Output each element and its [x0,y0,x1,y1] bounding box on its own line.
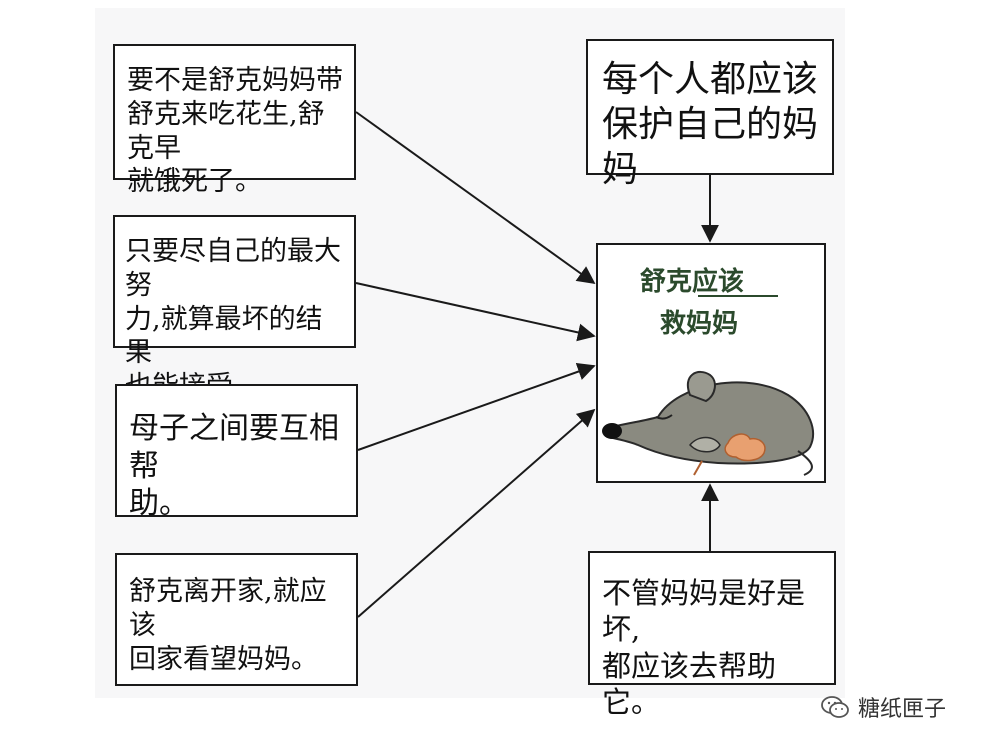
wechat-icon [821,696,849,718]
watermark: 糖纸匣子 [820,692,946,722]
conclusion-underline [698,295,778,297]
sleeping-mouse-icon [602,370,814,476]
reason-box-1: 要不是舒克妈妈带 舒克来吃花生,舒克早 就饿死了。 [113,44,356,197]
watermark-text: 糖纸匣子 [858,697,947,722]
conclusion-line-2: 救妈妈 [660,309,739,339]
reason-text-2: 只要尽自己的最大努 力,就算最坏的结果 也能接受。 [125,236,341,402]
reason-text-4: 舒克离开家,就应该 回家看望妈妈。 [129,576,327,675]
reason-box-2: 只要尽自己的最大努 力,就算最坏的结果 也能接受。 [113,215,356,402]
reason-box-top: 每个人都应该 保护自己的妈妈 [586,39,834,190]
reason-text-1: 要不是舒克妈妈带 舒克来吃花生,舒克早 就饿死了。 [127,65,343,198]
reason-box-bottom: 不管妈妈是好是坏, 都应该去帮助它。 [588,551,836,719]
conclusion-box: 舒克应该 救妈妈 [596,243,826,483]
reason-text-top: 每个人都应该 保护自己的妈妈 [602,59,819,190]
reason-box-4: 舒克离开家,就应该 回家看望妈妈。 [115,553,358,686]
reason-box-3: 母子之间要互相帮 助。 [115,384,358,521]
reason-text-bottom: 不管妈妈是好是坏, 都应该去帮助它。 [602,576,806,719]
reason-text-3: 母子之间要互相帮 助。 [129,411,339,521]
arrow-left-2 [355,282,596,342]
arrow-left-1 [355,111,596,285]
conclusion-line-1: 舒克应该 [640,267,745,297]
arrow-left-4 [357,408,596,618]
arrow-left-3 [357,362,596,451]
